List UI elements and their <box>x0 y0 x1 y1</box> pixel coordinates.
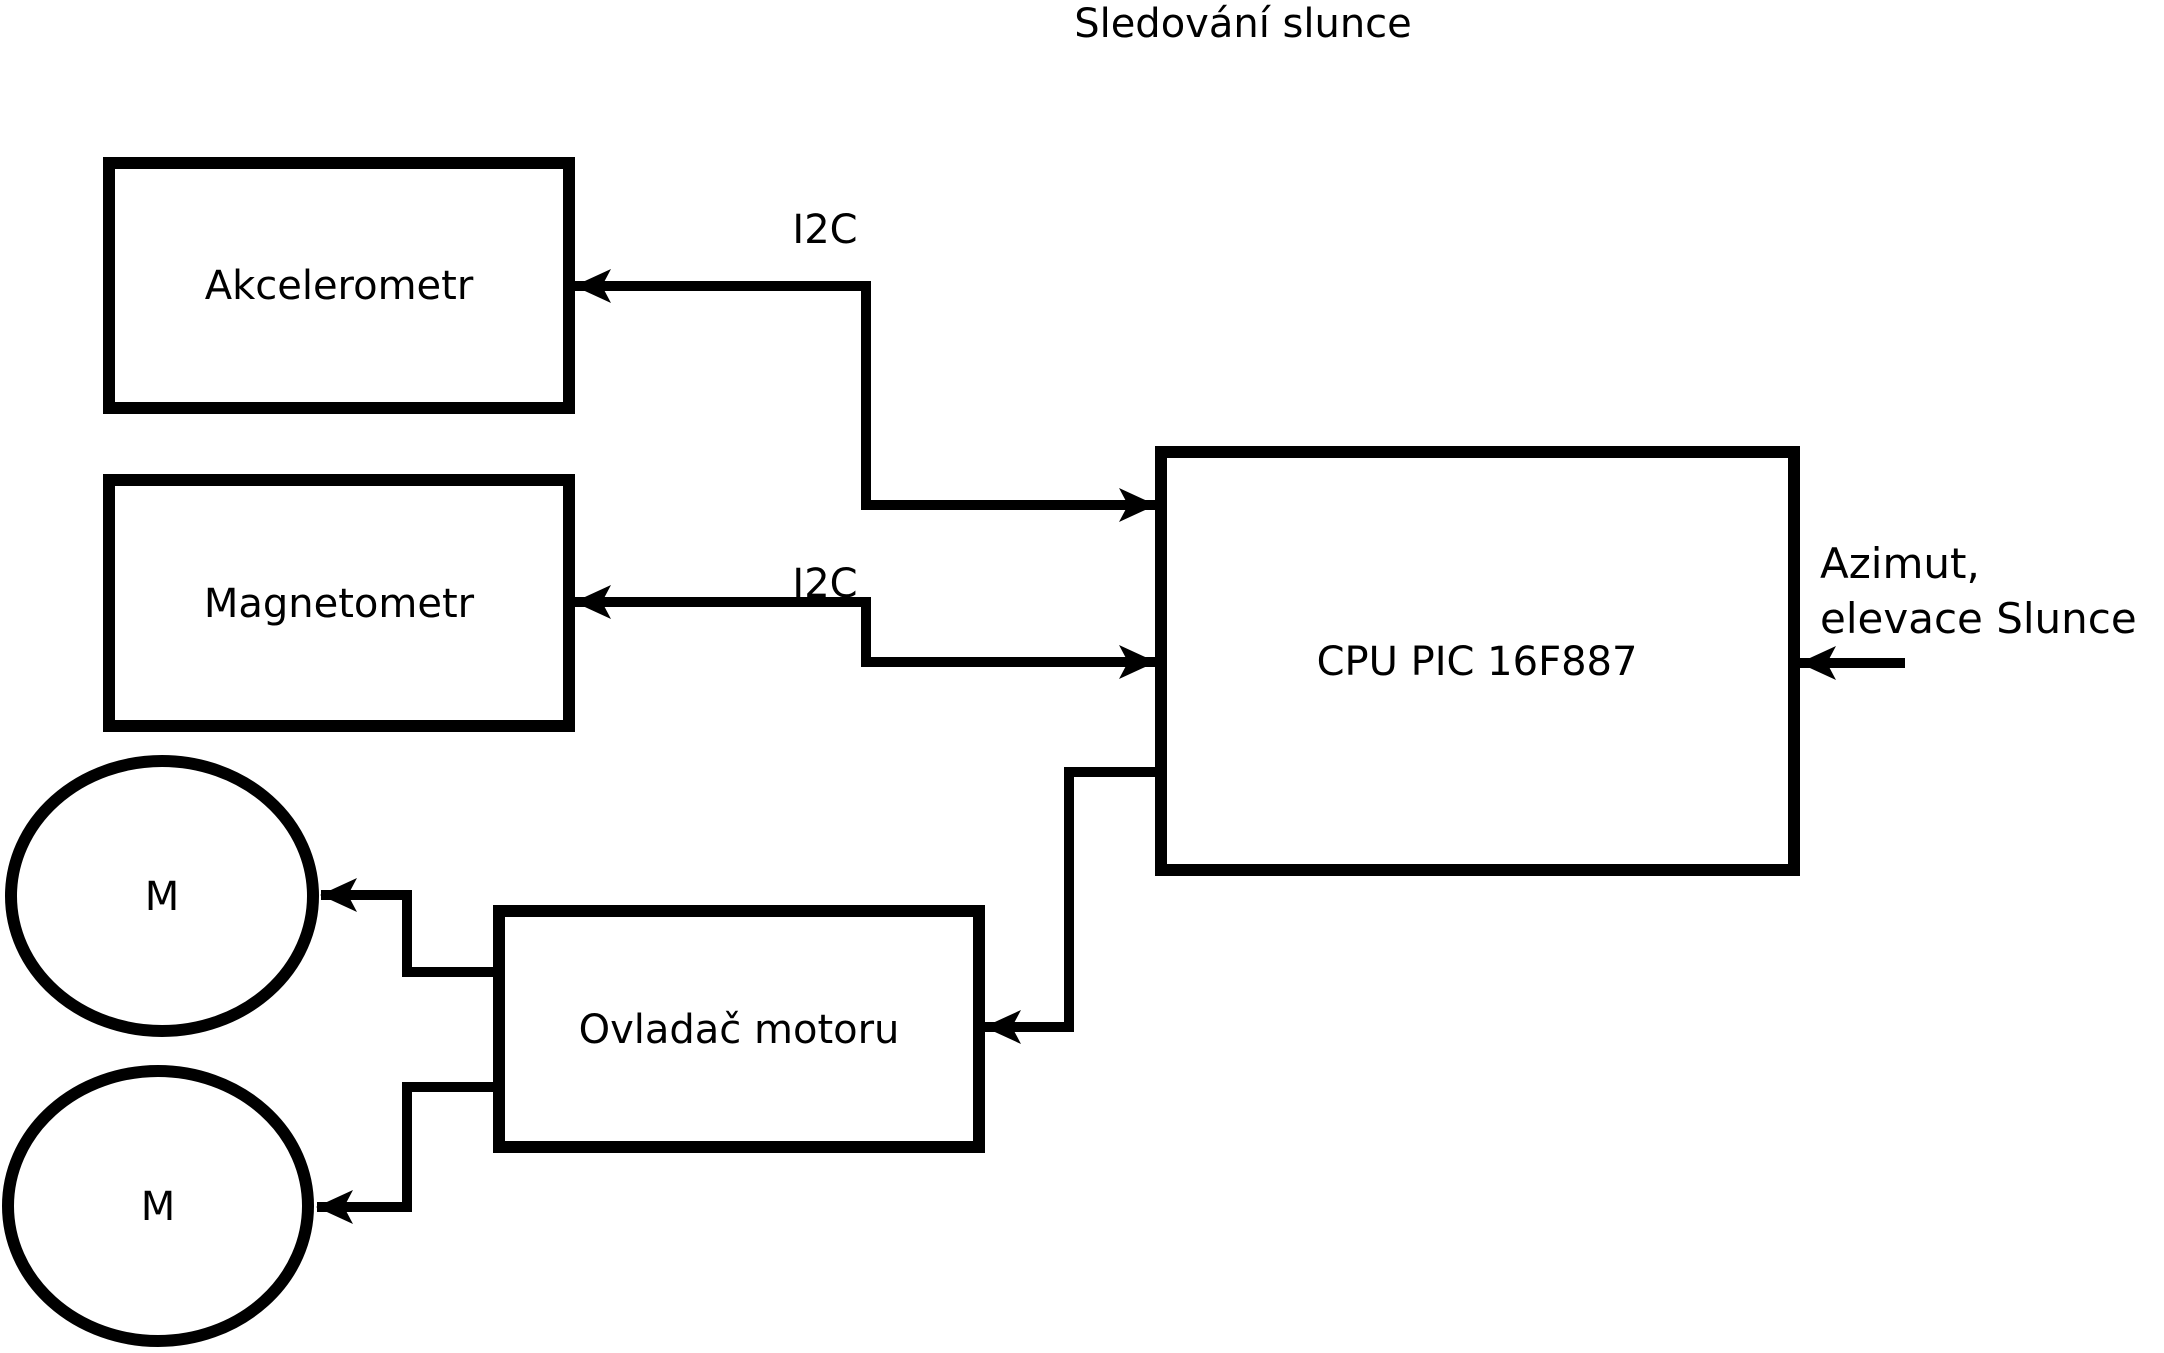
cpu-label: CPU PIC 16F887 <box>1317 639 1638 685</box>
edge-cpu-motor-driver <box>984 767 1155 1044</box>
akcelerometr-label: Akcelerometr <box>205 263 474 309</box>
azimut-label-line1: Azimut, <box>1820 539 1980 588</box>
magnetometr-label: Magnetometr <box>204 581 475 627</box>
akcelerometr-box <box>103 157 575 414</box>
azimut-label-line2: elevace Slunce <box>1820 594 2137 643</box>
edge-cpu-magnetometr-i2c <box>574 585 1156 679</box>
diagram-title: Sledování slunce <box>1074 1 1412 47</box>
i2c-label-top: I2C <box>792 207 857 253</box>
cpu-box <box>1155 446 1800 876</box>
edge-motor-driver-motor1 <box>320 878 493 977</box>
motor-driver-box <box>493 905 985 1153</box>
magnetometr-box <box>103 474 575 732</box>
i2c-label-bottom: I2C <box>792 561 857 607</box>
motor1-label: M <box>145 874 180 920</box>
edge-cpu-akcelerometr-i2c <box>574 269 1156 522</box>
motor-driver-label: Ovladač motoru <box>579 1007 900 1053</box>
motor1-circle <box>5 755 319 1037</box>
motor2-label: M <box>141 1184 176 1230</box>
edge-motor-driver-motor2 <box>316 1082 493 1224</box>
motor2-circle <box>2 1065 314 1347</box>
